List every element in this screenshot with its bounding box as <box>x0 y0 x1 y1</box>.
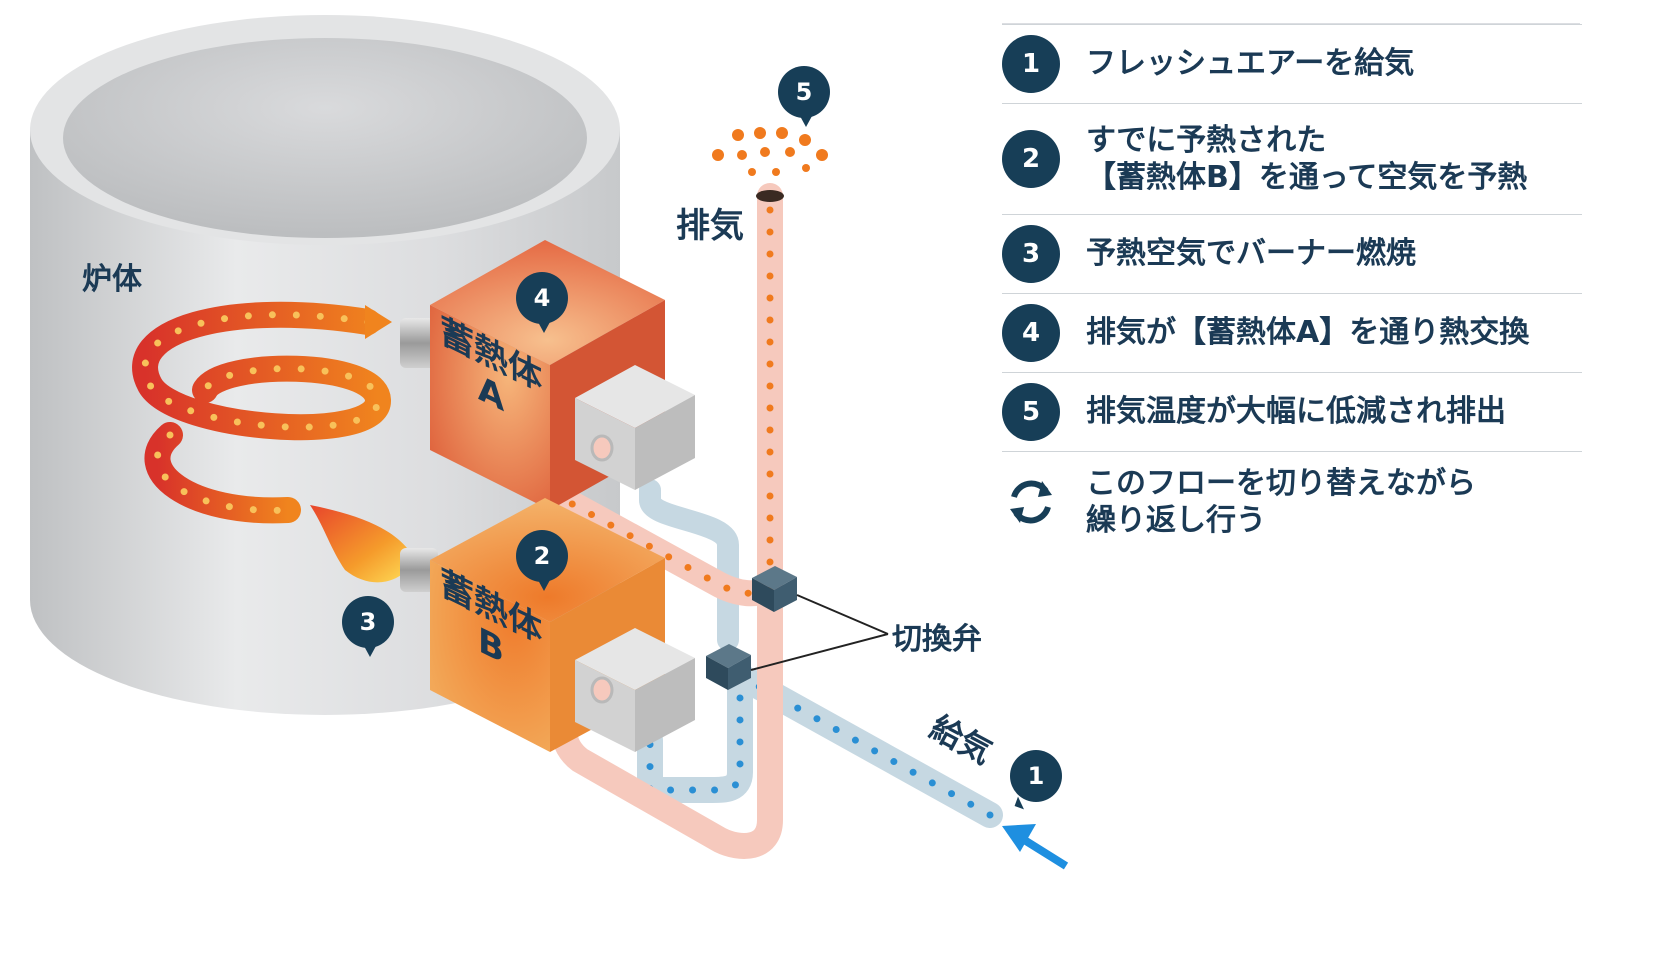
legend-item-5: 5 排気温度が大幅に低減され排出 <box>1002 372 1582 451</box>
legend-number: 1 <box>1002 35 1060 93</box>
legend-number: 4 <box>1002 304 1060 362</box>
flame-spiral <box>132 301 392 524</box>
legend-number: 2 <box>1002 130 1060 188</box>
supply-arrow-icon <box>1002 824 1069 870</box>
exhaust-puff <box>712 127 828 176</box>
legend-item-2: 2 すでに予熱された【蓄熱体B】を通って空気を予熱 <box>1002 103 1582 214</box>
legend-text: フレッシュエアーを給気 <box>1086 46 1415 82</box>
legend-text: このフローを切り替えながら繰り返し行う <box>1086 465 1476 539</box>
legend-text: すでに予熱された【蓄熱体B】を通って空気を予熱 <box>1086 122 1528 196</box>
switching-valves <box>706 566 889 690</box>
burner-flame <box>310 318 438 592</box>
badge-supply: 1 <box>1010 750 1062 802</box>
furnace-label: 炉体 <box>82 262 142 297</box>
exhaust-label: 排気 <box>676 206 744 246</box>
legend-text: 排気温度が大幅に低減され排出 <box>1086 394 1506 430</box>
legend-text: 予熱空気でバーナー燃焼 <box>1086 236 1416 272</box>
legend: 1 フレッシュエアーを給気 2 すでに予熱された【蓄熱体B】を通って空気を予熱 … <box>1002 24 1582 552</box>
badge-burner: 3 <box>342 596 394 657</box>
legend-number: 5 <box>1002 383 1060 441</box>
valve-label: 切換弁 <box>892 622 982 657</box>
badge-regenerator-b: 2 <box>516 530 568 591</box>
legend-text: 排気が【蓄熱体A】を通り熱交換 <box>1086 315 1530 351</box>
legend-item-4: 4 排気が【蓄熱体A】を通り熱交換 <box>1002 293 1582 372</box>
legend-number: 3 <box>1002 225 1060 283</box>
badge-regenerator-a: 4 <box>516 272 568 333</box>
cycle-arrows-icon <box>1002 473 1060 531</box>
legend-item-3: 3 予熱空気でバーナー燃焼 <box>1002 214 1582 293</box>
legend-item-1: 1 フレッシュエアーを給気 <box>1002 24 1582 103</box>
badge-stack: 5 <box>778 66 830 127</box>
legend-item-cycle: このフローを切り替えながら繰り返し行う <box>1002 451 1582 552</box>
supply-pipe <box>637 479 1003 828</box>
